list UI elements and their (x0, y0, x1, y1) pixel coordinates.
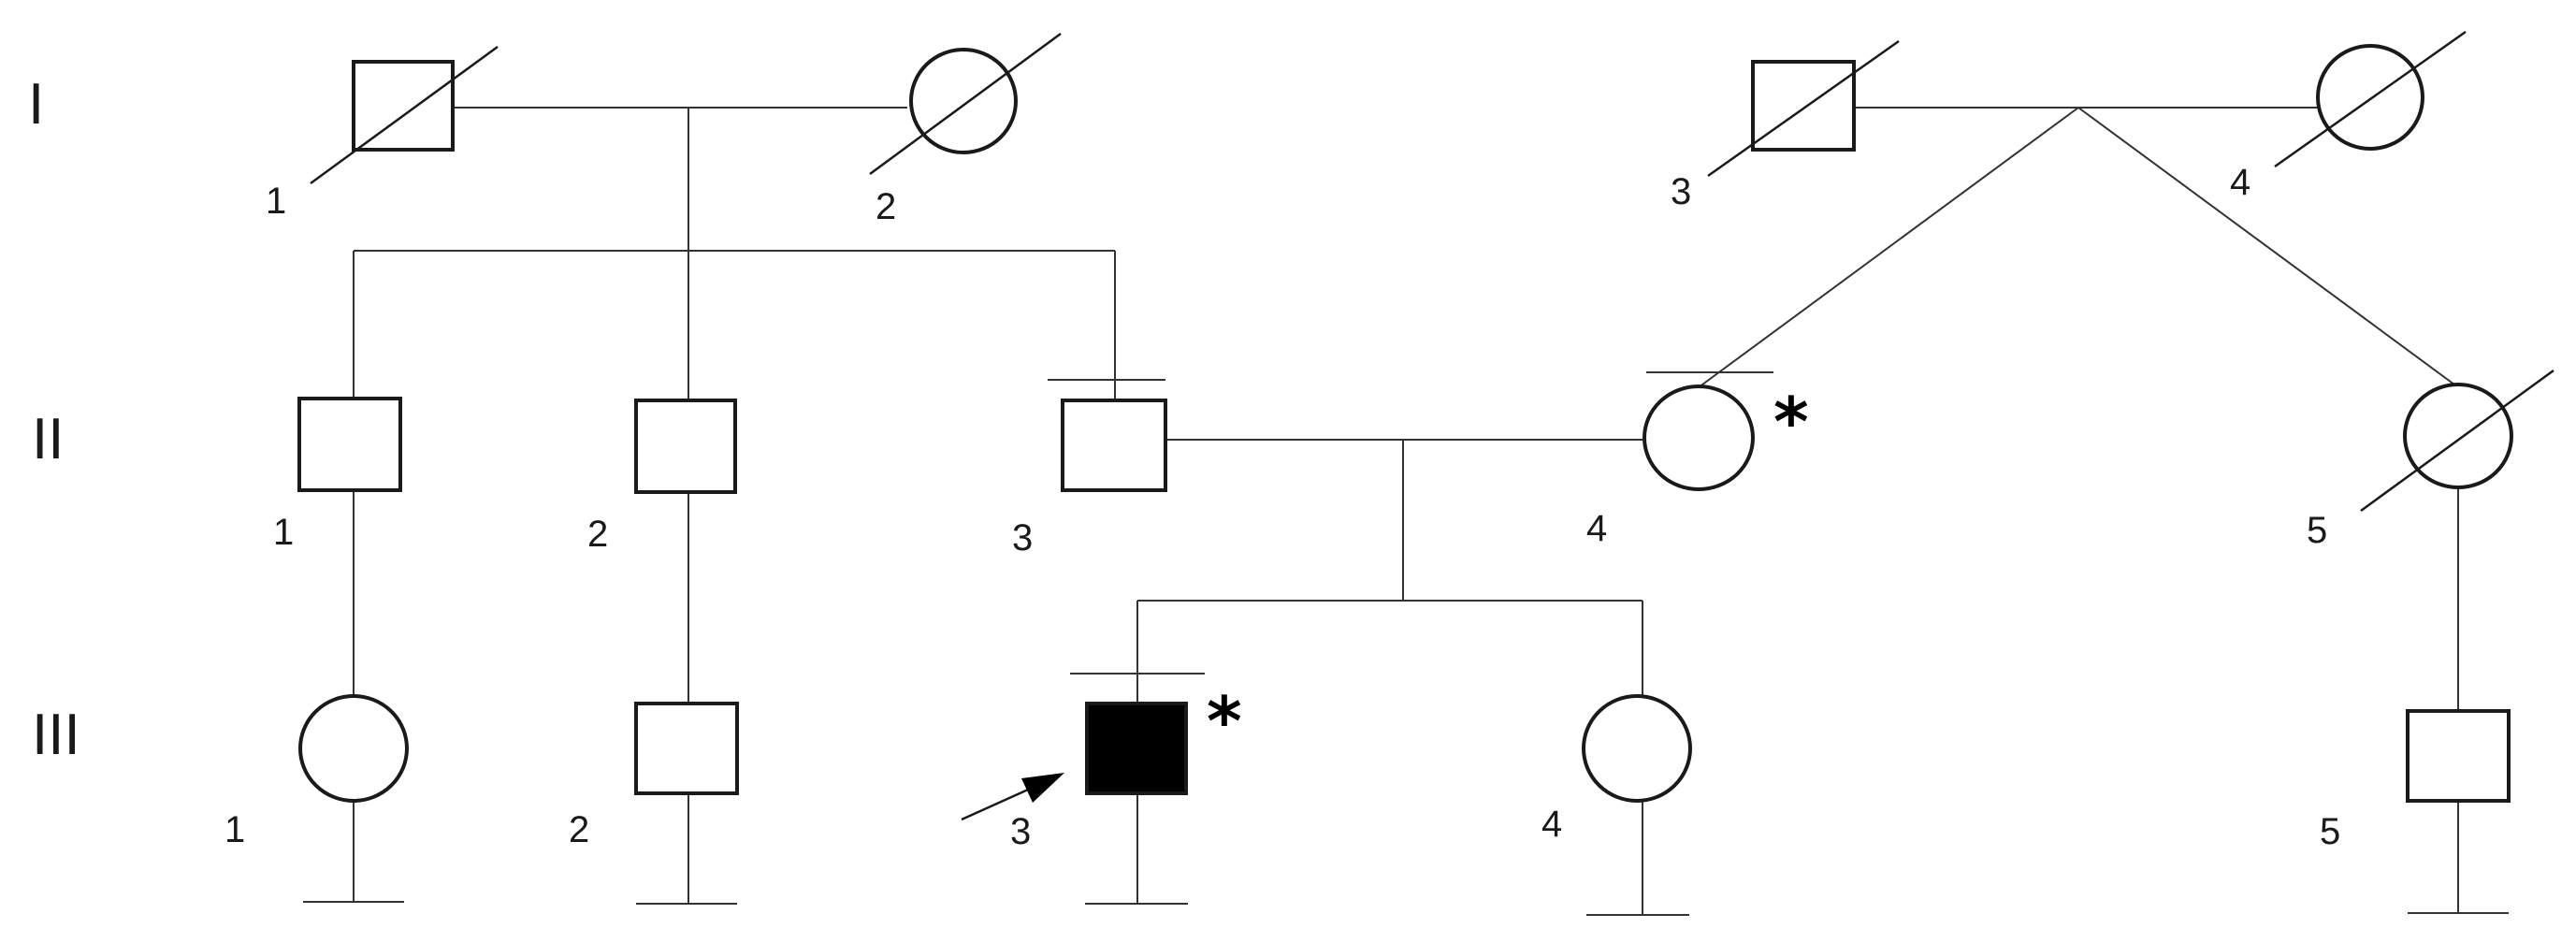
individual-label-III-3: 3 (1010, 811, 1031, 852)
generation-label-III: III (32, 703, 80, 767)
examined-marker-II-4: * (1773, 383, 1809, 461)
individual-II-1 (297, 397, 402, 492)
individual-II-4 (1643, 384, 1755, 491)
individual-I-4 (2274, 30, 2467, 168)
individual-I-1 (310, 45, 499, 185)
individual-label-I-1: 1 (266, 181, 286, 222)
individual-label-III-5: 5 (2320, 811, 2340, 852)
individual-I-3 (1707, 39, 1900, 178)
individual-label-II-3: 3 (1012, 517, 1033, 559)
individual-III-3 (1085, 702, 1188, 795)
generation-label-I: I (28, 72, 44, 137)
individual-label-I-4: 4 (2230, 162, 2250, 203)
individual-label-II-2: 2 (587, 514, 608, 555)
individual-III-4 (1582, 694, 1692, 803)
individual-label-III-1: 1 (224, 809, 245, 850)
individual-label-II-1: 1 (273, 512, 294, 553)
individual-II-5 (2360, 369, 2554, 513)
individual-I-2 (869, 32, 1062, 176)
individual-label-II-5: 5 (2307, 510, 2327, 551)
individual-label-II-4: 4 (1586, 508, 1607, 549)
proband-arrow (961, 773, 1064, 821)
individual-III-2 (634, 702, 739, 795)
pedigree-lines (303, 107, 2509, 916)
individual-III-1 (298, 694, 409, 803)
individual-label-III-4: 4 (1541, 804, 1562, 845)
individual-III-5 (2406, 709, 2511, 803)
individual-label-III-2: 2 (569, 809, 589, 850)
individual-II-3 (1061, 399, 1167, 492)
individual-II-2 (634, 399, 737, 494)
individual-label-I-3: 3 (1671, 171, 1691, 212)
examined-marker-III-3: * (1207, 682, 1242, 761)
generation-label-II: II (32, 407, 64, 472)
individual-label-I-2: 2 (876, 186, 896, 227)
